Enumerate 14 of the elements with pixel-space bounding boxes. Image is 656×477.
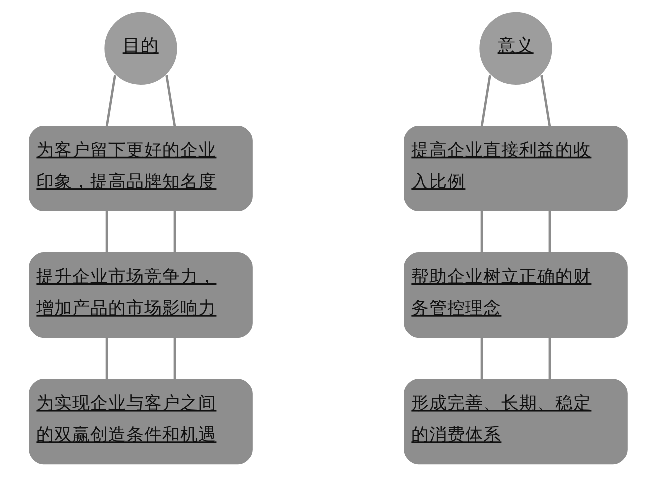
node-circle: 意义 <box>479 12 552 85</box>
connector <box>105 210 108 254</box>
connector <box>105 338 108 380</box>
connector <box>480 75 491 127</box>
connector <box>173 210 176 254</box>
connector <box>173 338 176 380</box>
connector <box>548 210 551 254</box>
connector <box>548 338 551 380</box>
connector <box>540 75 551 127</box>
connector <box>480 338 483 380</box>
connector <box>105 75 116 127</box>
node-circle: 目的 <box>104 12 177 85</box>
connector <box>165 75 176 127</box>
connector <box>480 210 483 254</box>
